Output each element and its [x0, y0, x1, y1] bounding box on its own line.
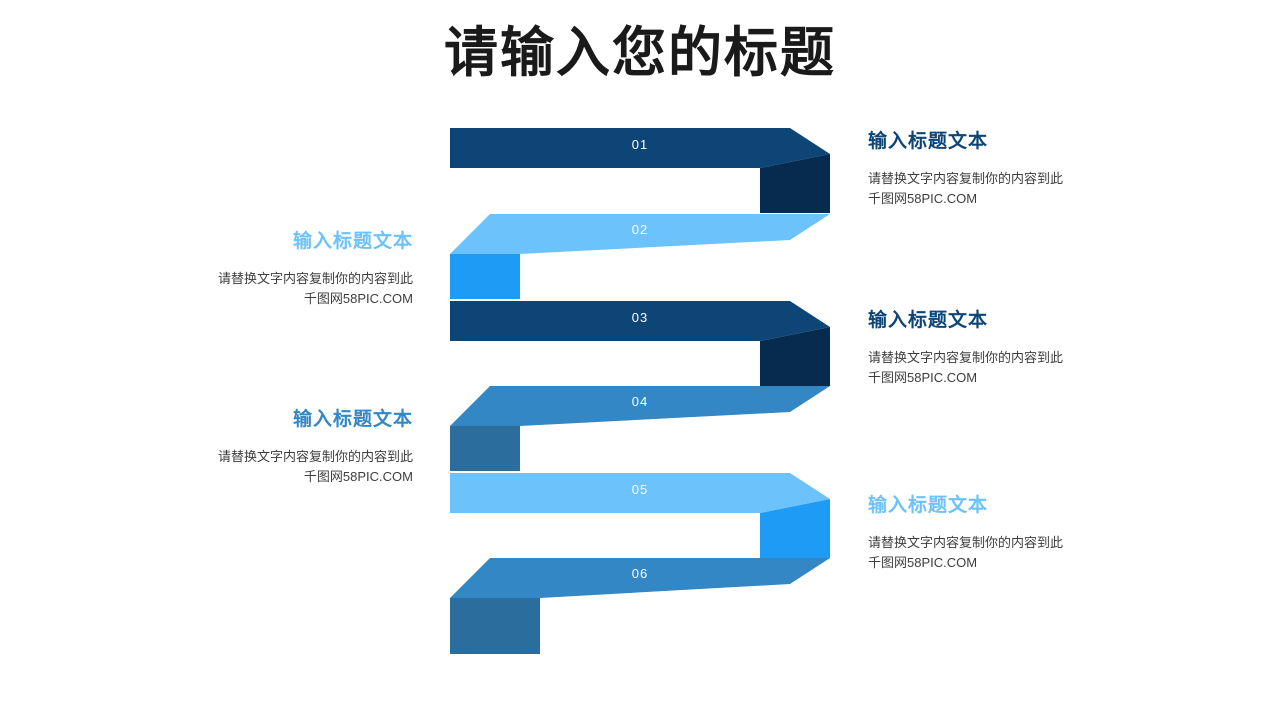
page-title: 请输入您的标题: [444, 20, 836, 84]
text-block-05-body-line1: 请替换文字内容复制你的内容到此: [868, 535, 1064, 550]
text-block-02-body-line2: 千图网58PIC.COM: [303, 291, 413, 306]
text-block-02[interactable]: 输入标题文本 请替换文字内容复制你的内容到此 千图网58PIC.COM: [113, 229, 413, 309]
text-block-04-body-line2: 千图网58PIC.COM: [303, 469, 413, 484]
text-block-01-body-line1: 请替换文字内容复制你的内容到此: [868, 171, 1064, 186]
ribbon-02-number: 02: [632, 222, 648, 237]
text-block-03-body-line1: 请替换文字内容复制你的内容到此: [868, 350, 1064, 365]
ribbon-06-fold: [450, 584, 540, 654]
ribbon-06-band: [450, 558, 830, 598]
ribbon-step-01[interactable]: 01: [450, 128, 830, 213]
text-block-03-title: 输入标题文本: [868, 310, 989, 331]
text-block-01-body: 请替换文字内容复制你的内容到此 千图网58PIC.COM: [868, 169, 1168, 209]
ribbon-03-band: [450, 301, 830, 341]
ribbon-01-band: [450, 128, 830, 168]
text-block-02-body-line1: 请替换文字内容复制你的内容到此: [217, 271, 413, 286]
text-block-03-body: 请替换文字内容复制你的内容到此 千图网58PIC.COM: [868, 348, 1168, 388]
ribbon-step-06[interactable]: 06: [450, 558, 830, 654]
text-block-02-body: 请替换文字内容复制你的内容到此 千图网58PIC.COM: [113, 269, 413, 309]
ribbon-04-band: [450, 386, 830, 426]
text-block-04-body-line1: 请替换文字内容复制你的内容到此: [217, 449, 413, 464]
ribbon-03-fold: [760, 327, 830, 386]
ribbon-02-band: [450, 214, 830, 254]
text-block-04[interactable]: 输入标题文本 请替换文字内容复制你的内容到此 千图网58PIC.COM: [113, 407, 413, 487]
text-block-01-title: 输入标题文本: [868, 131, 989, 152]
text-block-05-title: 输入标题文本: [868, 495, 989, 516]
text-block-04-body: 请替换文字内容复制你的内容到此 千图网58PIC.COM: [113, 447, 413, 487]
ribbon-01-fold: [760, 154, 830, 213]
text-block-05-body-line2: 千图网58PIC.COM: [868, 555, 978, 570]
ribbon-05-fold: [760, 499, 830, 558]
text-block-04-title: 输入标题文本: [292, 409, 413, 430]
ribbon-step-05[interactable]: 05: [450, 473, 830, 558]
ribbon-05-band: [450, 473, 830, 513]
text-block-05[interactable]: 输入标题文本 请替换文字内容复制你的内容到此 千图网58PIC.COM: [868, 493, 1168, 573]
ribbon-step-04[interactable]: 04: [450, 386, 830, 471]
ribbon-04-fold: [450, 412, 520, 471]
text-block-01[interactable]: 输入标题文本 请替换文字内容复制你的内容到此 千图网58PIC.COM: [868, 129, 1168, 209]
ribbon-05-number: 05: [632, 482, 648, 497]
text-block-02-title: 输入标题文本: [292, 231, 413, 252]
text-block-05-body: 请替换文字内容复制你的内容到此 千图网58PIC.COM: [868, 533, 1168, 573]
ribbon-06-number: 06: [632, 566, 648, 581]
ribbon-03-number: 03: [632, 310, 648, 325]
ribbon-04-number: 04: [632, 394, 648, 409]
ribbon-01-number: 01: [632, 137, 648, 152]
ribbon-step-03[interactable]: 03: [450, 301, 830, 386]
ribbon-02-fold: [450, 240, 520, 299]
text-block-03-body-line2: 千图网58PIC.COM: [868, 370, 978, 385]
text-block-03[interactable]: 输入标题文本 请替换文字内容复制你的内容到此 千图网58PIC.COM: [868, 308, 1168, 388]
ribbon-step-02[interactable]: 02: [450, 214, 830, 299]
text-block-01-body-line2: 千图网58PIC.COM: [868, 191, 978, 206]
